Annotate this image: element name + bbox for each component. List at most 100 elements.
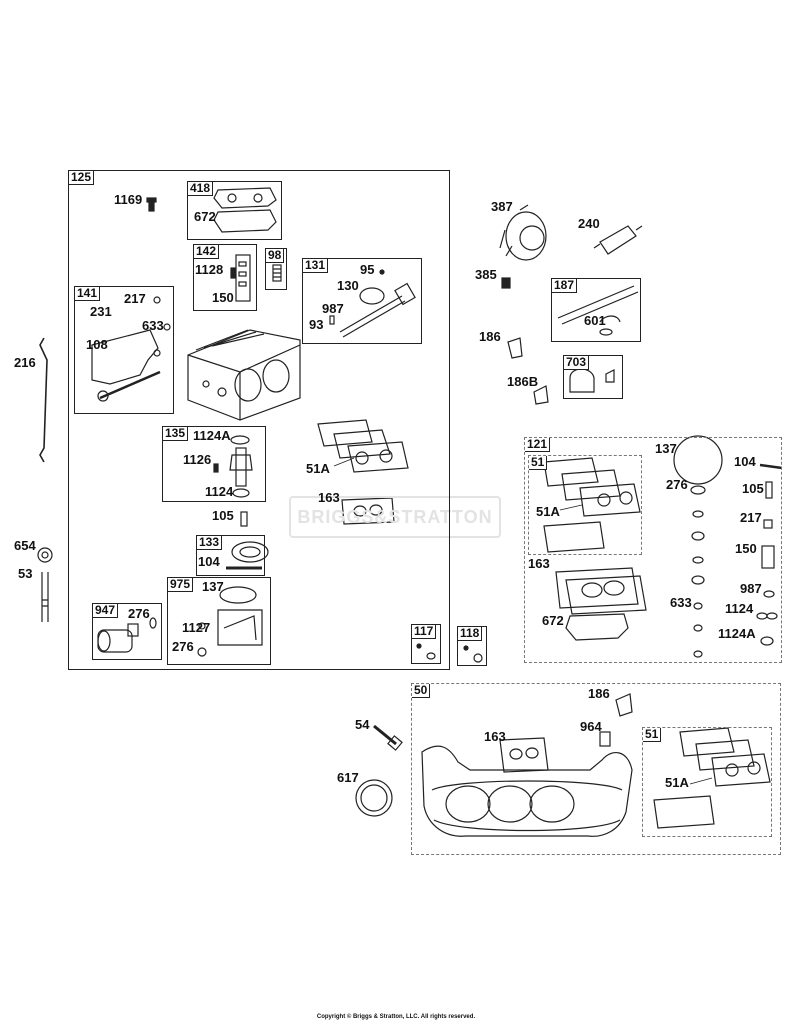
part-label-186-bottom[interactable]: 186 <box>588 686 610 701</box>
gasket-163-bottom <box>499 737 549 773</box>
group-133-tag: 133 <box>197 536 223 550</box>
part-label-216[interactable]: 216 <box>14 355 36 370</box>
group-947: 947 <box>92 603 162 660</box>
gasket-stack-51A-right <box>543 457 641 553</box>
part-label-385[interactable]: 385 <box>475 267 497 282</box>
group-187-tag: 187 <box>552 279 578 293</box>
part-label-617[interactable]: 617 <box>337 770 359 785</box>
part-label-1126[interactable]: 1126 <box>183 452 212 467</box>
part-label-186[interactable]: 186 <box>479 329 501 344</box>
part-label-163-right[interactable]: 163 <box>528 556 550 571</box>
group-141: 141 <box>74 286 174 414</box>
part-label-105-right[interactable]: 105 <box>742 481 764 496</box>
sleeve-964 <box>599 731 611 747</box>
group-418-tag: 418 <box>188 182 214 196</box>
oring-137 <box>673 435 723 485</box>
part-label-51A[interactable]: 51A <box>306 461 330 476</box>
kit-118 <box>463 645 483 663</box>
bracket-150-right <box>761 545 775 569</box>
part-label-1124[interactable]: 1124 <box>205 484 234 499</box>
part-label-231[interactable]: 231 <box>90 304 112 319</box>
part-label-51A-bottom[interactable]: 51A <box>665 775 689 790</box>
part-label-163-bottom[interactable]: 163 <box>484 729 506 744</box>
part-label-276-947[interactable]: 276 <box>128 606 150 621</box>
brand-watermark: BRIGGS&STRATTON <box>289 496 501 538</box>
part-label-276[interactable]: 276 <box>172 639 194 654</box>
part-label-95[interactable]: 95 <box>360 262 375 277</box>
diaphragm-133 <box>226 541 269 570</box>
part-label-1169[interactable]: 1169 <box>114 192 143 207</box>
part-label-964[interactable]: 964 <box>580 719 602 734</box>
fuel-hose-187 <box>557 285 639 336</box>
pin-104 <box>759 463 783 470</box>
part-label-240[interactable]: 240 <box>578 216 600 231</box>
part-label-1128[interactable]: 1128 <box>195 262 224 277</box>
jet-105 <box>240 511 248 527</box>
part-label-150[interactable]: 150 <box>212 290 234 305</box>
gasket-163-right <box>555 567 647 615</box>
group-142-tag: 142 <box>194 245 220 259</box>
spring-217-right <box>763 519 773 529</box>
leader-lines <box>333 457 713 785</box>
carburetor-body <box>187 329 301 421</box>
part-label-104[interactable]: 104 <box>198 554 220 569</box>
part-label-108[interactable]: 108 <box>86 337 108 352</box>
part-label-633[interactable]: 633 <box>142 318 164 333</box>
part-label-93[interactable]: 93 <box>309 317 324 332</box>
part-label-51A-right[interactable]: 51A <box>536 504 560 519</box>
part-label-601[interactable]: 601 <box>584 313 606 328</box>
group-121: 121 <box>524 437 782 663</box>
part-label-137[interactable]: 137 <box>202 579 224 594</box>
group-703-tag: 703 <box>564 356 590 370</box>
part-label-104-right[interactable]: 104 <box>734 454 756 469</box>
gasket-stack-51A-left <box>317 419 409 473</box>
group-50-tag: 50 <box>412 684 431 698</box>
part-label-53[interactable]: 53 <box>18 566 33 581</box>
part-label-387[interactable]: 387 <box>491 199 513 214</box>
fitting-186-bottom <box>615 693 633 717</box>
part-987-right <box>763 590 775 598</box>
fuel-filter-240 <box>593 225 643 255</box>
fitting-186B <box>533 385 549 405</box>
part-label-1127[interactable]: 1127 <box>182 620 211 635</box>
part-label-217-right[interactable]: 217 <box>740 510 762 525</box>
jet-105-right <box>765 481 773 499</box>
group-135: 135 <box>162 426 266 502</box>
part-label-654[interactable]: 654 <box>14 538 36 553</box>
group-975-tag: 975 <box>168 578 194 592</box>
group-50-51-tag: 51 <box>643 728 662 742</box>
part-label-987-right[interactable]: 987 <box>740 581 762 596</box>
float-135 <box>213 435 253 498</box>
part-label-150-right[interactable]: 150 <box>735 541 757 556</box>
part-1124A-right <box>760 636 774 646</box>
part-label-217[interactable]: 217 <box>124 291 146 306</box>
part-label-137-right[interactable]: 137 <box>655 441 677 456</box>
group-125: 125 <box>68 170 450 670</box>
part-label-1124A[interactable]: 1124A <box>193 428 231 443</box>
part-label-672[interactable]: 672 <box>194 209 216 224</box>
part-label-672-right[interactable]: 672 <box>542 613 564 628</box>
part-label-105[interactable]: 105 <box>212 508 234 523</box>
gasket-617 <box>355 779 393 817</box>
part-label-987[interactable]: 987 <box>322 301 344 316</box>
part-label-276-right[interactable]: 276 <box>666 477 688 492</box>
part-label-163[interactable]: 163 <box>318 490 340 505</box>
group-117-tag: 117 <box>412 625 437 639</box>
part-label-1124-right[interactable]: 1124 <box>725 601 754 616</box>
spring-98 <box>272 264 282 282</box>
intake-manifold-50 <box>421 745 633 837</box>
part-label-54[interactable]: 54 <box>355 717 370 732</box>
part-label-130[interactable]: 130 <box>337 278 359 293</box>
screw-1128 <box>230 267 236 279</box>
bolt-54 <box>373 724 403 751</box>
group-703: 703 <box>563 355 623 399</box>
part-label-1124A-right[interactable]: 1124A <box>718 626 756 641</box>
solenoid-947 <box>97 617 157 653</box>
seals-stack <box>690 485 706 658</box>
group-975: 975 <box>167 577 271 665</box>
group-187: 187 <box>551 278 641 342</box>
part-label-633-right[interactable]: 633 <box>670 595 692 610</box>
part-label-186B[interactable]: 186B <box>507 374 539 389</box>
gasket-stack-51A-bottom <box>653 727 771 829</box>
